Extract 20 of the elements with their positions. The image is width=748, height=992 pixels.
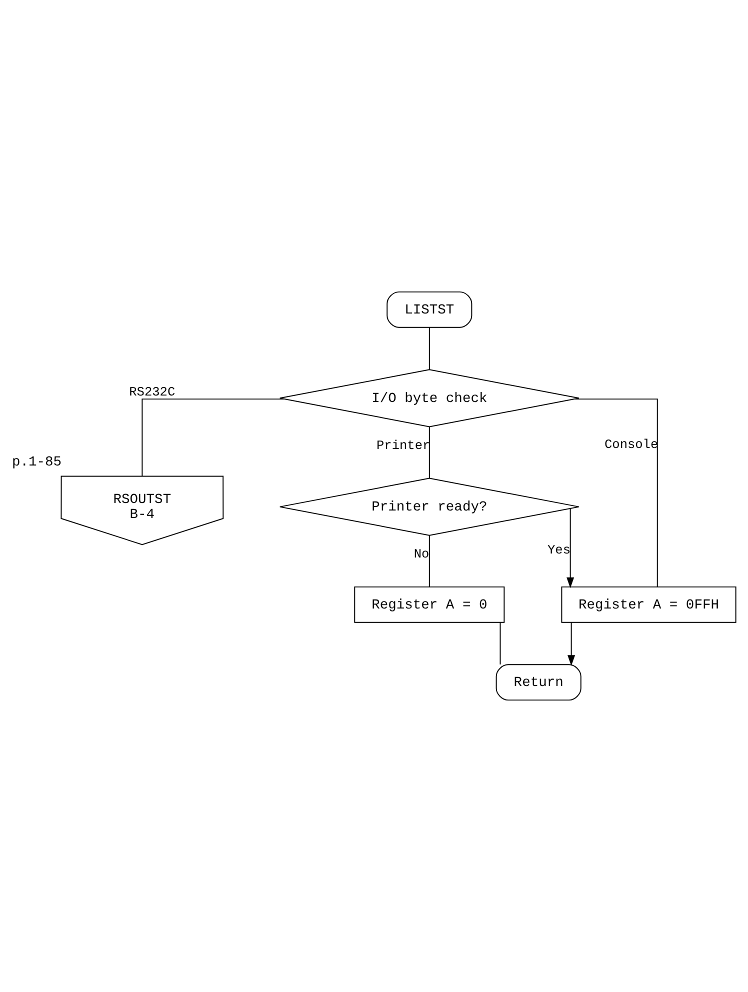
arrow — [568, 622, 576, 666]
connector — [428, 426, 430, 479]
node-box: Register A = 0 — [354, 586, 505, 623]
node-box: LISTST — [386, 291, 472, 328]
connector — [142, 398, 286, 477]
connector — [428, 327, 430, 370]
edge-label: RS232C — [129, 384, 176, 400]
node-diamond: I/O byte check — [279, 369, 580, 428]
edge-label: Printer — [376, 438, 430, 453]
connector — [428, 534, 430, 588]
edge-label: No — [414, 546, 430, 562]
arrow — [566, 508, 574, 588]
node-diamond: Printer ready? — [279, 478, 580, 536]
connector — [500, 622, 501, 665]
node-box: Register A = 0FFH — [561, 586, 736, 623]
edge-label: Console — [604, 436, 658, 452]
node-label: p.1-85 — [12, 455, 62, 470]
node-box: Return — [496, 664, 582, 701]
edge-label: Yes — [548, 542, 570, 558]
connector — [574, 398, 658, 588]
